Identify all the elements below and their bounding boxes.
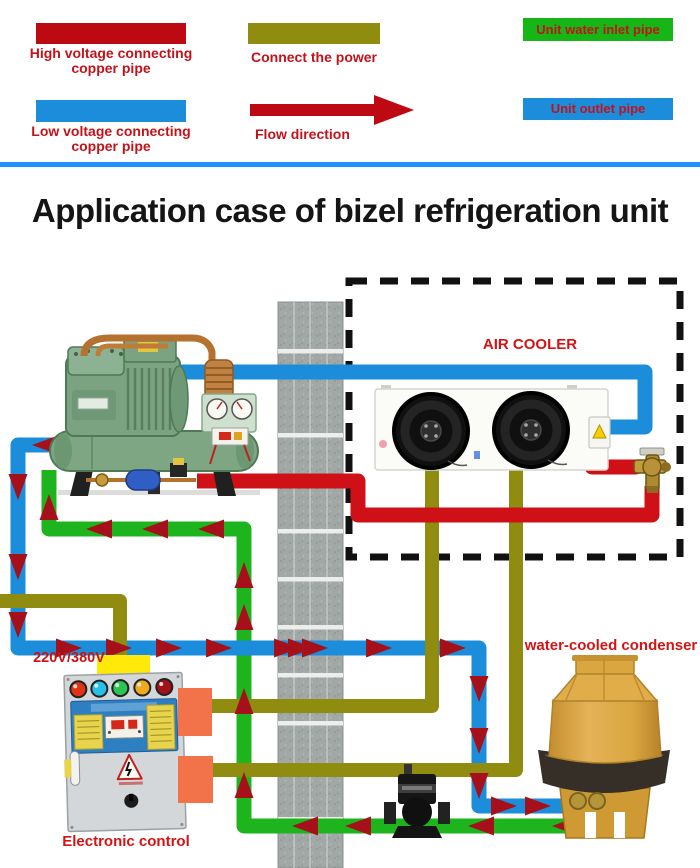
connect-power-label: Connect the power	[250, 49, 377, 65]
low-voltage-swatch	[36, 100, 186, 122]
flow-direction-label: Flow direction	[255, 126, 350, 142]
water-inlet-label: Unit water inlet pipe	[536, 22, 660, 37]
electronic-control-label: Electronic control	[62, 833, 190, 850]
fan-1	[392, 392, 470, 470]
junction-box	[588, 416, 611, 449]
low-voltage-pipe	[160, 364, 653, 435]
warning-triangle-icon	[116, 753, 143, 781]
power-entry-pad	[97, 655, 150, 675]
high-voltage-pipe	[197, 473, 660, 523]
cooling-tower	[538, 655, 670, 839]
high-voltage-swatch	[36, 23, 186, 44]
solenoid-valve	[170, 463, 187, 477]
power-line-fan1	[198, 465, 439, 713]
fan-2	[492, 391, 570, 469]
door-handle	[69, 750, 81, 786]
power-terminal-block	[178, 756, 213, 803]
air-cooler-label: AIR COOLER	[482, 336, 578, 353]
page-title: Application case of bizel refrigeration …	[31, 192, 669, 229]
low-voltage-label: Low voltage connecting copper pipe	[31, 123, 191, 154]
sight-glass	[95, 473, 109, 487]
tower-outlet-fitting	[588, 792, 606, 810]
warning-triangle-icon	[592, 423, 607, 439]
tower-inlet-fitting	[569, 792, 587, 810]
cold-room-dashed-boundary	[345, 277, 684, 561]
water-pump	[384, 764, 450, 838]
electronic-control-box	[63, 671, 187, 833]
connect-power-swatch	[248, 23, 380, 44]
compressor-unit	[49, 334, 260, 496]
condenser-label: water-cooled condenser	[524, 637, 698, 654]
wall-column	[277, 301, 344, 868]
flow-arrows	[8, 435, 601, 836]
divider-line	[0, 162, 700, 167]
power-terminal-block	[178, 688, 212, 736]
expansion-valve	[633, 447, 671, 493]
indicator-lights	[69, 677, 174, 699]
water-inlet-swatch	[523, 18, 673, 41]
high-voltage-label: High voltage connecting copper pipe	[29, 45, 193, 76]
voltage-label: 220V/380V	[33, 650, 105, 666]
filter-drier	[125, 469, 161, 491]
discharge-copper-pipe	[80, 334, 216, 364]
unit-outlet-label: Unit outlet pipe	[550, 101, 646, 116]
unit-outlet-swatch	[523, 98, 673, 120]
digital-display	[104, 715, 145, 740]
air-cooler-unit	[374, 385, 611, 471]
power-line-fan2	[198, 465, 523, 777]
